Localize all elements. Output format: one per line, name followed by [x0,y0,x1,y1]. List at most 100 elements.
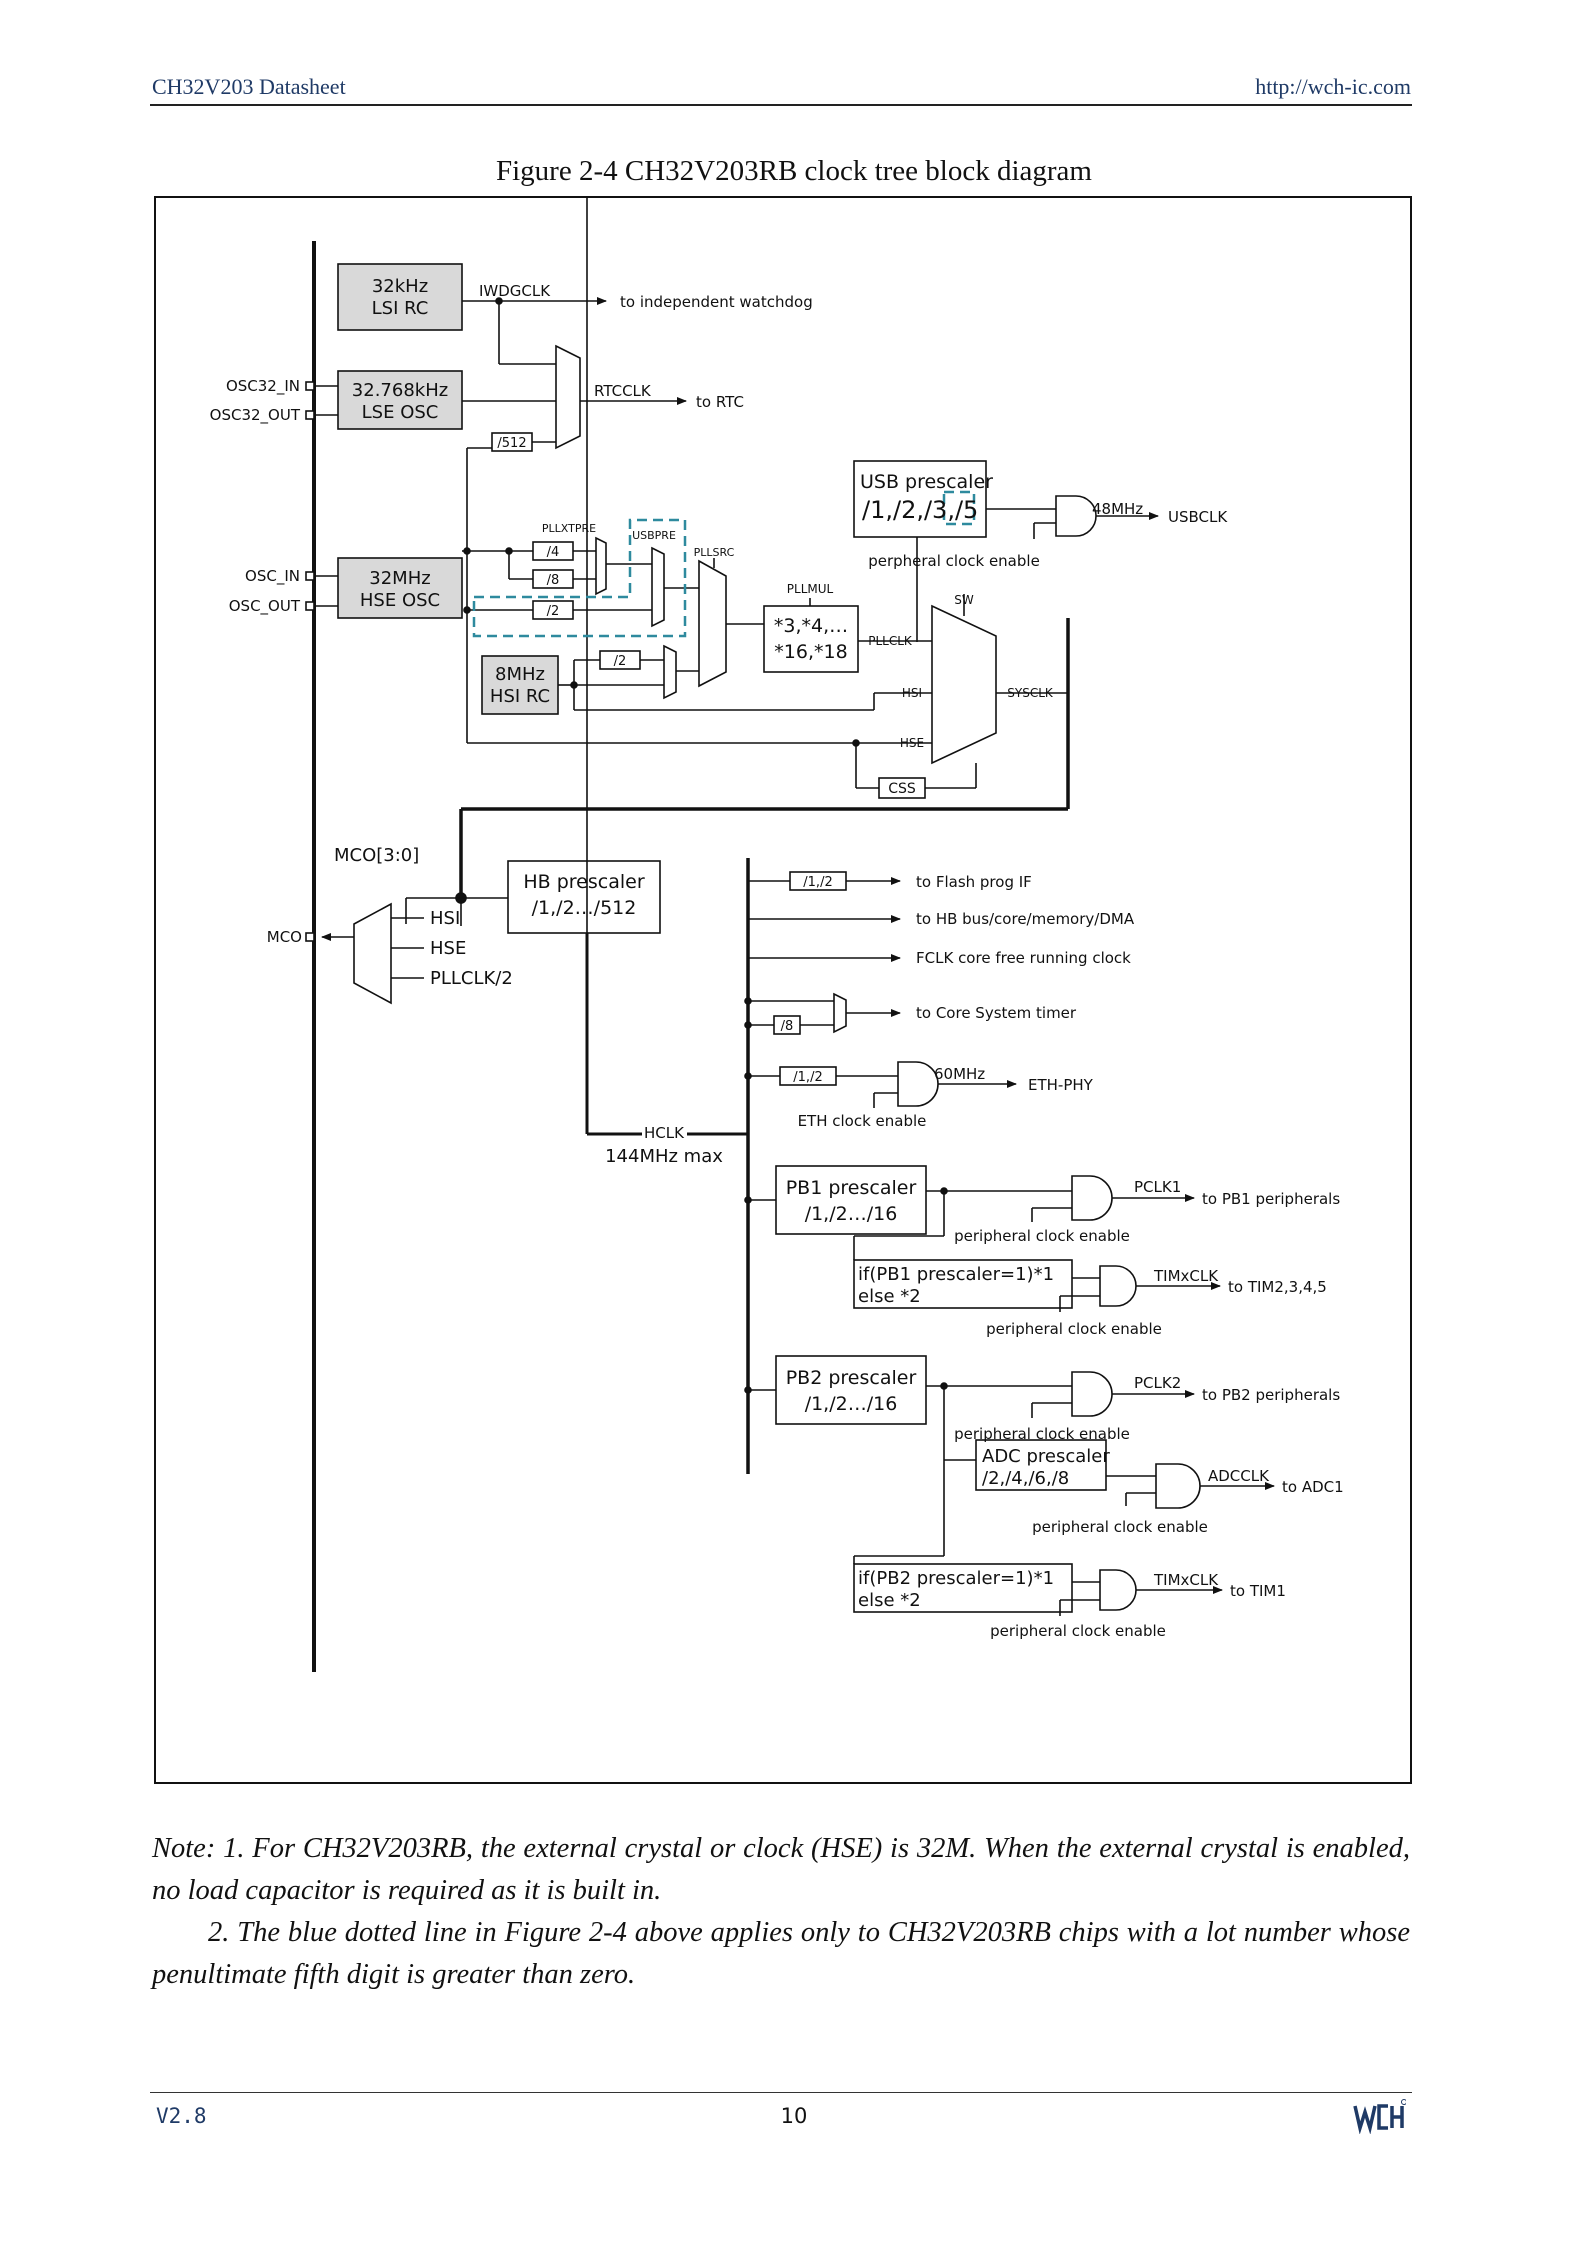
eth-div-label: /1,/2 [793,1070,822,1085]
pb2-prescaler-title: PB2 prescaler [786,1367,917,1389]
pb1-prescaler-title: PB1 prescaler [786,1177,917,1199]
rtc-mux [555,344,581,450]
adc-prescaler-title: ADC prescaler [982,1446,1110,1467]
pb1-enable-label: peripheral clock enable [954,1227,1130,1245]
sysclk-label: SYSCLK [1007,686,1054,700]
sw-mux [931,604,997,765]
hse-name-label: HSE OSC [360,590,440,611]
div4-label: /4 [547,545,560,560]
header-divider [150,104,1412,106]
hse-sw-label: HSE [900,736,924,750]
adc-prescaler-values: /2,/4,/6,/8 [982,1468,1069,1489]
to-watchdog-label: to independent watchdog [620,293,813,311]
to-flash-label: to Flash prog IF [916,873,1032,891]
adc-prescaler-box [975,1439,1107,1491]
header-url-link[interactable]: http://wch-ic.com [1255,74,1411,99]
figure-notes: Note: 1. For CH32V203RB, the external cr… [152,1828,1410,1996]
mco-select-label: MCO[3:0] [334,845,419,866]
pb1-and-gate [1071,1175,1113,1221]
pb2-prescaler-box [775,1355,927,1425]
pb1-prescaler-box [775,1165,927,1235]
hb-prescaler-box [507,860,661,934]
pclk2-label: PCLK2 [1134,1374,1181,1392]
tim-pb2-mult-box [853,1563,1073,1613]
footer-version: V2.8 [156,2104,207,2128]
to-hb-bus-label: to HB bus/core/memory/DMA [916,910,1135,928]
lse-freq-label: 32.768kHz [352,380,448,401]
timxclk-b-label: TIMxCLK [1153,1571,1219,1589]
eth-phy-label: ETH-PHY [1028,1076,1094,1094]
tim2-enable-label: peripheral clock enable [986,1320,1162,1338]
tim-pb2-and-gate [1099,1569,1137,1611]
note-2: 2. The blue dotted line in Figure 2-4 ab… [152,1917,1410,1990]
note-1: Note: 1. For CH32V203RB, the external cr… [152,1833,1410,1906]
usb-48mhz-label: 48MHz [1092,500,1143,518]
tim-pb1-mult-line2: else *2 [858,1286,921,1307]
diagram-frame [154,196,1412,1784]
usb-prescaler-title: USB prescaler [860,471,993,493]
div2-hse-label: /2 [547,604,560,619]
pllxtpre-label: PLLXTPRE [542,522,596,535]
tim-pb1-mult-line1: if(PB1 prescaler=1)*1 [858,1264,1054,1285]
div512-label: /512 [497,436,526,451]
to-systick-label: to Core System timer [916,1004,1077,1022]
hsi-div-mux [663,644,677,700]
footer-divider [150,2092,1412,2093]
pb2-and-gate [1071,1371,1113,1417]
osc32-out-label: OSC32_OUT [210,406,301,425]
hb-prescaler-values: /1,/2…/512 [532,897,637,919]
pllmul-values-2: *16,*18 [774,641,847,663]
mco-hsi-label: HSI [430,908,460,929]
usbpre-mux [651,546,665,628]
lsi-name-label: LSI RC [372,298,429,319]
osc32-in-label: OSC32_IN [226,377,300,396]
to-pb2-label: to PB2 peripherals [1202,1386,1340,1404]
osc-in-label: OSC_IN [245,567,300,586]
to-pb1-label: to PB1 peripherals [1202,1190,1340,1208]
div2-hsi-label: /2 [614,654,627,669]
eth-60mhz-label: 60MHz [934,1065,985,1083]
hclk-max-label: 144MHz max [605,1146,723,1167]
hse-osc-box [337,557,463,619]
usbpre-label: USBPRE [632,529,676,542]
to-tim1-label: to TIM1 [1230,1582,1286,1600]
figure-title: Figure 2-4 CH32V203RB clock tree block d… [496,155,1092,187]
pb2-prescaler-values: /1,/2…/16 [805,1393,898,1415]
lse-name-label: LSE OSC [362,402,439,423]
pllsrc-mux [698,559,727,688]
to-adc-label: to ADC1 [1282,1478,1344,1496]
fclk-label: FCLK core free running clock [916,949,1131,967]
pb2-enable-label: peripheral clock enable [954,1425,1130,1443]
hsi-sw-label: HSI [902,686,922,700]
clock-tree-diagram: 32kHz LSI RC 32.768kHz LSE OSC 32MHz HSE… [154,196,1412,1784]
usb-enable-label: perpheral clock enable [868,552,1040,570]
wch-logo [1353,2099,1406,2134]
pllmul-label: PLLMUL [787,582,834,596]
tim-pb2-mult-line2: else *2 [858,1590,921,1611]
sw-label: SW [954,593,974,607]
lsi-freq-label: 32kHz [372,276,428,297]
adcclk-label: ADCCLK [1208,1467,1270,1485]
usb-and-gate [1055,495,1097,537]
to-tim2345-label: to TIM2,3,4,5 [1228,1278,1327,1296]
hsi-name-label: HSI RC [490,686,550,707]
pllmul-values-1: *3,*4,… [774,615,848,637]
css-label: CSS [888,781,916,797]
iwdgclk-label: IWDGCLK [479,282,551,300]
flash-div-label: /1,/2 [803,875,832,890]
div8-label: /8 [547,573,560,588]
eth-enable-label: ETH clock enable [798,1112,927,1130]
osc-out-label: OSC_OUT [229,597,301,616]
hsi-rc-box [481,655,559,715]
to-rtc-label: to RTC [696,393,744,411]
pclk1-label: PCLK1 [1134,1178,1181,1196]
pllsrc-label: PLLSRC [694,546,735,559]
tim-pb1-mult-box [853,1259,1073,1309]
footer-page-number: 10 [780,2104,808,2128]
usb-prescaler-values: /1,/2,/3,/5 [862,496,978,524]
pllclk-label: PLLCLK [868,634,913,648]
div8-systick-label: /8 [781,1019,794,1034]
pllmul-box [763,605,859,673]
hclk-label: HCLK [644,1124,685,1142]
tim-pb2-mult-line1: if(PB2 prescaler=1)*1 [858,1568,1054,1589]
